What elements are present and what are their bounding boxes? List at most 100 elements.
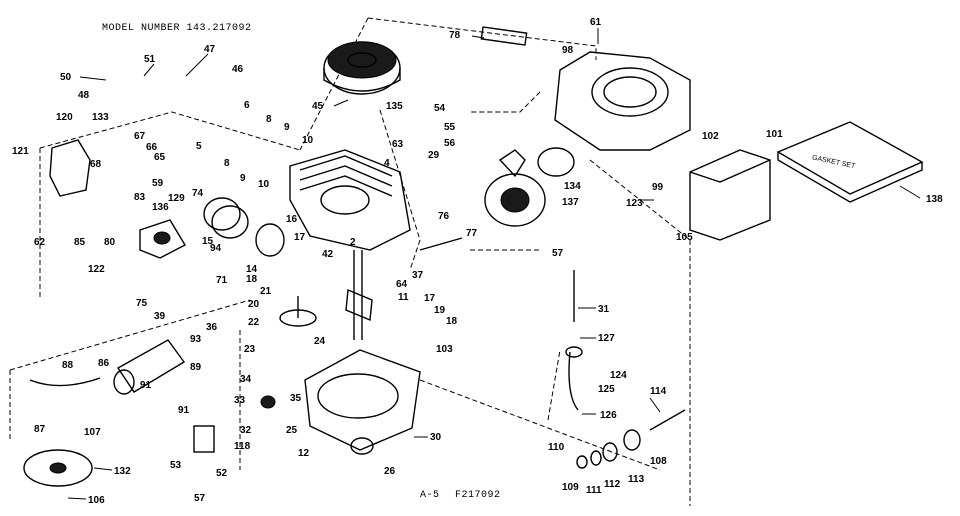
gasket-set-box: GASKET SET — [776, 121, 924, 203]
part-callout: 112 — [604, 479, 621, 490]
muffler — [113, 339, 186, 395]
part-callout: 132 — [114, 466, 131, 477]
part-callout: 88 — [62, 360, 74, 371]
leader-lines — [67, 28, 921, 500]
part-callout: 137 — [562, 197, 579, 208]
flywheel — [323, 41, 401, 95]
part-callout: 30 — [430, 432, 442, 443]
part-callout: 22 — [248, 317, 260, 328]
starter-cup — [537, 147, 575, 177]
exhaust-pipe — [29, 377, 101, 387]
part-callout: 53 — [170, 460, 182, 471]
part-callout: 45 — [312, 101, 324, 112]
pto-shaft-parts — [576, 409, 686, 469]
rewind-starter — [484, 149, 546, 227]
part-callout: 123 — [626, 198, 643, 209]
part-callout: 9 — [284, 122, 290, 133]
part-callout: 33 — [234, 395, 246, 406]
part-callout: 52 — [216, 468, 228, 479]
part-callout: 8 — [266, 114, 272, 125]
section-label: A-5 — [420, 490, 440, 501]
part-callout: 87 — [34, 424, 46, 435]
gasket-set-text: GASKET SET — [811, 154, 856, 170]
part-callout: 109 — [562, 482, 579, 493]
part-callout: 118 — [234, 441, 251, 452]
part-callout: 11 — [398, 292, 409, 303]
part-callout: 16 — [286, 214, 298, 225]
part-callout: 6 — [244, 100, 250, 111]
part-callout: 10 — [258, 179, 270, 190]
part-callout: 50 — [60, 72, 72, 83]
part-callout: 78 — [449, 30, 461, 41]
blade-adapter — [23, 449, 93, 487]
part-callout: 77 — [466, 228, 478, 239]
part-callout: 23 — [244, 344, 256, 355]
assembly-outlines — [9, 17, 691, 506]
part-callout: 5 — [196, 141, 202, 152]
part-callout: 85 — [74, 237, 86, 248]
part-callout: 76 — [438, 211, 450, 222]
part-callout: 59 — [152, 178, 164, 189]
part-callout: 103 — [436, 344, 453, 355]
part-callout: 2 — [350, 237, 356, 248]
part-callout: 12 — [298, 448, 310, 459]
part-callout: 21 — [260, 286, 272, 297]
part-callout: 133 — [92, 112, 109, 123]
part-callout: 54 — [434, 103, 446, 114]
part-callout: 55 — [444, 122, 456, 133]
part-callout: 105 — [676, 232, 693, 243]
part-callout: 107 — [84, 427, 101, 438]
model-number-label: MODEL NUMBER 143.217092 — [102, 23, 252, 34]
part-callout: 65 — [154, 152, 166, 163]
part-callout: 31 — [598, 304, 610, 315]
part-callout: 110 — [548, 442, 565, 453]
part-callout: 83 — [134, 192, 146, 203]
decal-tag — [480, 26, 528, 46]
part-callout: 32 — [240, 425, 252, 436]
part-callout: 106 — [88, 495, 105, 506]
part-callout: 111 — [586, 485, 602, 496]
part-callout: 101 — [766, 129, 783, 140]
part-callout: 61 — [590, 17, 602, 28]
part-callout: 113 — [628, 474, 645, 485]
part-callout: 14 — [246, 264, 258, 275]
part-callout: 17 — [294, 232, 306, 243]
blower-housing — [554, 51, 691, 151]
part-callout: 62 — [34, 237, 46, 248]
part-callout: 48 — [78, 90, 90, 101]
part-callout: 26 — [384, 466, 396, 477]
part-callout: 57 — [194, 493, 206, 504]
part-callout: 89 — [190, 362, 202, 373]
diagram-code: F217092 — [455, 490, 501, 501]
part-callout: 125 — [598, 384, 615, 395]
part-callout: 114 — [650, 386, 667, 397]
part-callout: 86 — [98, 358, 110, 369]
part-callout: 68 — [90, 159, 102, 170]
part-callout: 9 — [240, 173, 246, 184]
part-callout: 121 — [12, 146, 29, 157]
part-callout: 18 — [446, 316, 458, 327]
part-callout: 134 — [564, 181, 581, 192]
part-illustrations: GASKET SET — [23, 26, 924, 487]
governor-parts — [193, 395, 374, 455]
part-callout: 18 — [246, 274, 258, 285]
part-callout: 122 — [88, 264, 105, 275]
part-callout: 24 — [314, 336, 326, 347]
starter-rope — [419, 237, 463, 251]
part-callout: 129 — [168, 193, 185, 204]
part-callout: 120 — [56, 112, 73, 123]
part-callout: 37 — [412, 270, 424, 281]
part-callout: 35 — [290, 393, 302, 404]
part-callout: 36 — [206, 322, 218, 333]
part-callout: 80 — [104, 237, 116, 248]
part-callout: 63 — [392, 139, 404, 150]
part-callout: 75 — [136, 298, 148, 309]
part-callout: 47 — [204, 44, 216, 55]
part-callout: 34 — [240, 374, 252, 385]
part-callout: 17 — [424, 293, 436, 304]
part-callout: 10 — [302, 135, 314, 146]
part-callout: 42 — [322, 249, 334, 260]
part-callout: 15 — [202, 236, 214, 247]
part-callout: 66 — [146, 142, 158, 153]
